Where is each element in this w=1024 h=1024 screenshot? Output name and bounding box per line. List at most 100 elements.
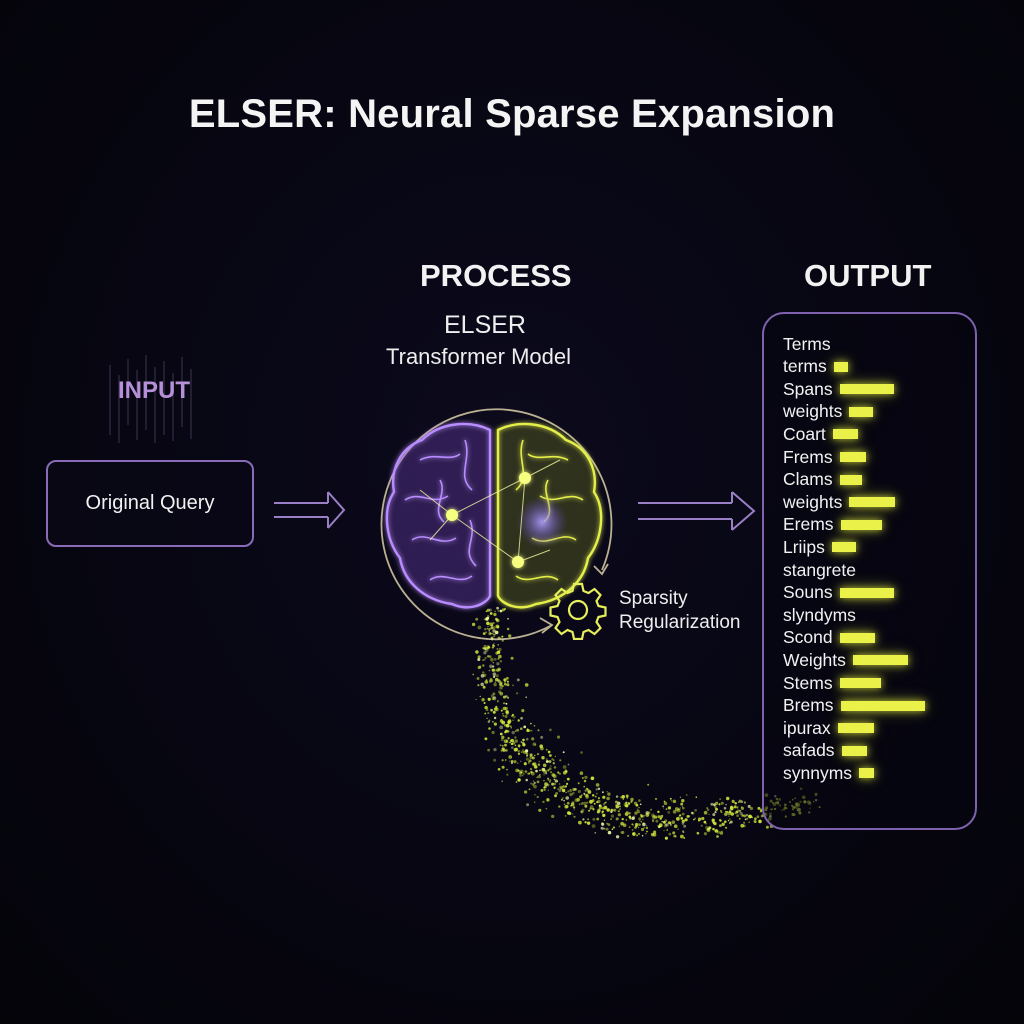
particle (655, 797, 657, 800)
particle (597, 787, 601, 790)
particle (725, 796, 730, 801)
particle (523, 751, 526, 754)
particle (610, 818, 612, 820)
term-weight-bar (839, 678, 881, 688)
particle (475, 650, 479, 654)
particle (533, 784, 537, 789)
particle (529, 755, 533, 759)
particle (720, 801, 724, 805)
page-title: ELSER: Neural Sparse Expansion (188, 92, 836, 136)
particle (591, 793, 595, 797)
particle (511, 714, 514, 717)
particle (586, 788, 589, 790)
particle (482, 664, 485, 667)
particle (493, 722, 497, 726)
particle (716, 830, 721, 834)
particle (492, 662, 494, 664)
particle (736, 814, 739, 818)
term-weight-bar (859, 768, 875, 779)
arrow-right-icon (638, 491, 756, 531)
particle (621, 795, 625, 799)
particle (561, 788, 566, 793)
particle (543, 780, 545, 782)
particle (493, 707, 498, 711)
particle (524, 683, 529, 687)
particle (672, 799, 677, 804)
particle (525, 757, 529, 761)
particle (679, 807, 682, 809)
particle (502, 706, 507, 711)
particle (555, 791, 559, 795)
particle (571, 803, 573, 805)
particle (551, 814, 555, 819)
particle (630, 797, 634, 802)
particle (534, 801, 536, 803)
particle (629, 817, 632, 820)
particle (694, 817, 696, 820)
particle (577, 789, 581, 794)
particle (730, 805, 733, 809)
particle (510, 725, 512, 727)
particle (627, 802, 631, 805)
particle (719, 819, 722, 822)
particle (610, 814, 615, 818)
particle (592, 817, 596, 821)
particle (708, 825, 712, 830)
particle (528, 788, 531, 791)
particle (526, 803, 530, 807)
particle (546, 797, 550, 802)
particle (663, 801, 668, 806)
particle (483, 651, 487, 655)
particle (714, 829, 719, 833)
term-weight-bar (833, 361, 848, 372)
particle (639, 820, 641, 822)
term-weight-bar (852, 655, 908, 666)
particle (517, 778, 521, 782)
particle (525, 737, 529, 741)
particle (601, 822, 604, 825)
particle (579, 795, 582, 799)
particle (579, 795, 582, 799)
particle (532, 780, 535, 782)
particle (635, 824, 638, 828)
particle (531, 737, 535, 741)
particle (565, 804, 569, 809)
particle (574, 787, 577, 791)
particle (554, 779, 558, 783)
particle (635, 803, 639, 807)
particle (721, 822, 725, 826)
particle (714, 801, 719, 805)
particle (743, 814, 747, 818)
particle (488, 679, 492, 683)
particle (493, 716, 497, 720)
particle (585, 795, 589, 799)
term-weight-bar (839, 587, 894, 598)
particle (529, 753, 533, 757)
particle (643, 814, 646, 817)
particle (661, 820, 663, 823)
particle (737, 805, 739, 808)
particle (476, 677, 480, 680)
particle (677, 828, 679, 830)
particle (615, 804, 620, 809)
particle (624, 801, 628, 805)
particle (669, 797, 672, 800)
particle (543, 788, 546, 792)
particle (528, 760, 530, 763)
term-row: slyndyms (783, 604, 856, 626)
particle (706, 807, 708, 809)
particle (653, 815, 658, 819)
particle (578, 803, 581, 805)
particle (729, 818, 731, 820)
particle (588, 809, 591, 812)
original-query-box[interactable]: Original Query (46, 460, 254, 547)
particle (503, 680, 506, 683)
particle (529, 753, 533, 757)
particle (621, 817, 624, 821)
particle (706, 828, 709, 832)
particle (496, 662, 500, 666)
particle (746, 817, 749, 820)
particle (639, 813, 643, 817)
particle (711, 818, 715, 822)
particle (533, 764, 538, 769)
